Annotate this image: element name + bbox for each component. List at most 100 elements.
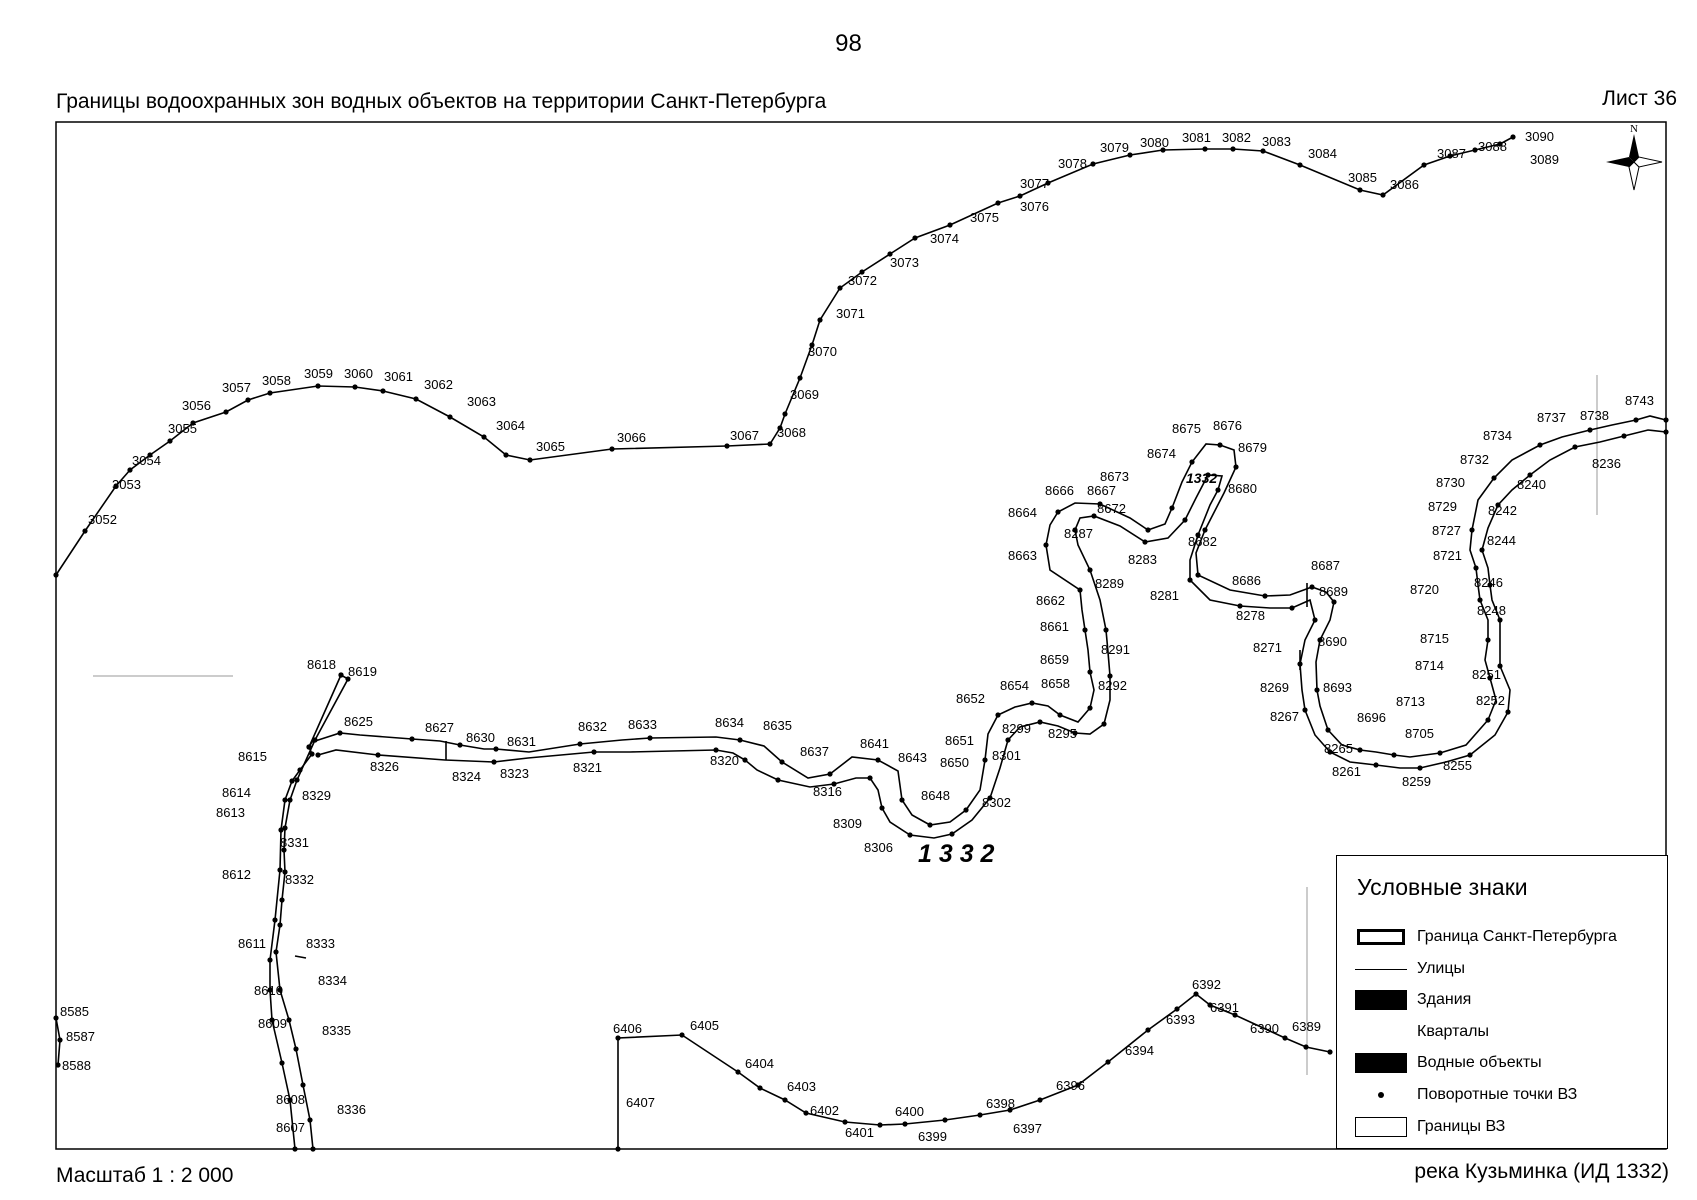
point-label: 8637 (800, 744, 829, 759)
turn-point-dot (1473, 565, 1479, 571)
point-label: 3055 (168, 421, 197, 436)
point-label: 8630 (466, 730, 495, 745)
point-label: 6402 (810, 1103, 839, 1118)
turn-point-dot (281, 847, 287, 853)
turn-point-dot (887, 251, 893, 257)
turn-point-dot (817, 317, 823, 323)
point-label: 3070 (808, 344, 837, 359)
point-label: 8295 (1048, 726, 1077, 741)
turn-point-dot (1145, 527, 1151, 533)
turn-point-dot (315, 383, 321, 389)
turn-point-dot (1487, 582, 1493, 588)
turn-point-dot (1282, 1035, 1288, 1041)
turn-point-dot (757, 1085, 763, 1091)
turn-point-dot (1537, 442, 1543, 448)
point-label: 3090 (1525, 129, 1554, 144)
turn-point-dot (55, 1062, 61, 1068)
point-label: 6389 (1292, 1019, 1321, 1034)
turn-point-dot (1312, 617, 1318, 623)
turn-point-dot (577, 741, 583, 747)
point-label: 8326 (370, 759, 399, 774)
north-boundary-line (55, 136, 1514, 576)
point-label: 3063 (467, 394, 496, 409)
map-frame (55, 121, 1667, 1150)
turn-point-dot (1485, 717, 1491, 723)
turn-point-dot (1232, 1012, 1238, 1018)
turn-point-dot (1497, 617, 1503, 623)
turn-point-symbol (1378, 1092, 1384, 1098)
turn-point-dot (293, 1046, 299, 1052)
object-id-small-label: 1332 (1186, 470, 1217, 486)
point-label: 8641 (860, 736, 889, 751)
point-label: 3080 (1140, 135, 1169, 150)
point-label: 6390 (1250, 1021, 1279, 1036)
turn-point-dot (1587, 427, 1593, 433)
turn-point-dot (1057, 712, 1063, 718)
turn-point-dot (1262, 593, 1268, 599)
turn-point-dot (591, 749, 597, 755)
point-label: 3083 (1262, 134, 1291, 149)
point-label: 3066 (617, 430, 646, 445)
turn-point-dot (1072, 527, 1078, 533)
point-label: 3077 (1020, 176, 1049, 191)
north-arrow-icon: N (1606, 123, 1663, 191)
legend: Условные знаки Граница Санкт-Петербурга … (1336, 855, 1668, 1149)
point-label: 6407 (626, 1095, 655, 1110)
vz-boundary-symbol (1355, 1117, 1407, 1137)
point-label: 8664 (1008, 505, 1037, 520)
turn-point-dot (1663, 417, 1669, 423)
point-label: 8732 (1460, 452, 1489, 467)
turn-point-dot (167, 438, 173, 444)
point-label: 8299 (1002, 721, 1031, 736)
turn-point-dot (1237, 603, 1243, 609)
turn-point-dot (338, 672, 344, 678)
turn-point-dot (481, 434, 487, 440)
legend-item-blocks: Кварталы (1355, 1021, 1489, 1043)
point-label: 8729 (1428, 499, 1457, 514)
point-label: 8608 (276, 1092, 305, 1107)
point-label: 8267 (1270, 709, 1299, 724)
point-label: 8662 (1036, 593, 1065, 608)
turn-point-dot (380, 388, 386, 394)
turn-point-dot (1090, 161, 1096, 167)
turn-point-dot (1491, 475, 1497, 481)
turn-point-dot (977, 1112, 983, 1118)
turn-point-dot (57, 1037, 63, 1043)
turn-point-dot (1072, 730, 1078, 736)
turn-point-dot (767, 441, 773, 447)
turn-point-dot (1327, 1049, 1333, 1055)
turn-point-dot (267, 957, 273, 963)
turn-point-dot (1087, 567, 1093, 573)
point-label: 8283 (1128, 552, 1157, 567)
point-label: 8634 (715, 715, 744, 730)
turn-point-dot (1391, 752, 1397, 758)
point-label: 8265 (1324, 741, 1353, 756)
point-label: 6401 (845, 1125, 874, 1140)
point-label: 8323 (500, 766, 529, 781)
point-label: 8714 (1415, 658, 1444, 673)
point-label: 8743 (1625, 393, 1654, 408)
point-label: 8334 (318, 973, 347, 988)
turn-point-dot (53, 572, 59, 578)
turn-point-dot (493, 746, 499, 752)
turn-point-dot (1091, 513, 1097, 519)
turn-point-dot (277, 987, 283, 993)
turn-points (53, 134, 1669, 1152)
point-label: 3089 (1530, 152, 1559, 167)
point-label: 6394 (1125, 1043, 1154, 1058)
turn-point-dot (1479, 547, 1485, 553)
point-label: 8615 (238, 749, 267, 764)
point-label: 8309 (833, 816, 862, 831)
point-label: 8667 (1087, 483, 1116, 498)
point-label: 3064 (496, 418, 525, 433)
legend-item-buildings: Здания (1355, 989, 1471, 1011)
point-label: 6397 (1013, 1121, 1042, 1136)
turn-point-dot (1075, 1082, 1081, 1088)
point-label: 8687 (1311, 558, 1340, 573)
point-label: 8321 (573, 760, 602, 775)
turn-point-dot (279, 897, 285, 903)
point-label: 6399 (918, 1129, 947, 1144)
point-label: 8289 (1095, 576, 1124, 591)
turn-point-dot (127, 467, 133, 473)
